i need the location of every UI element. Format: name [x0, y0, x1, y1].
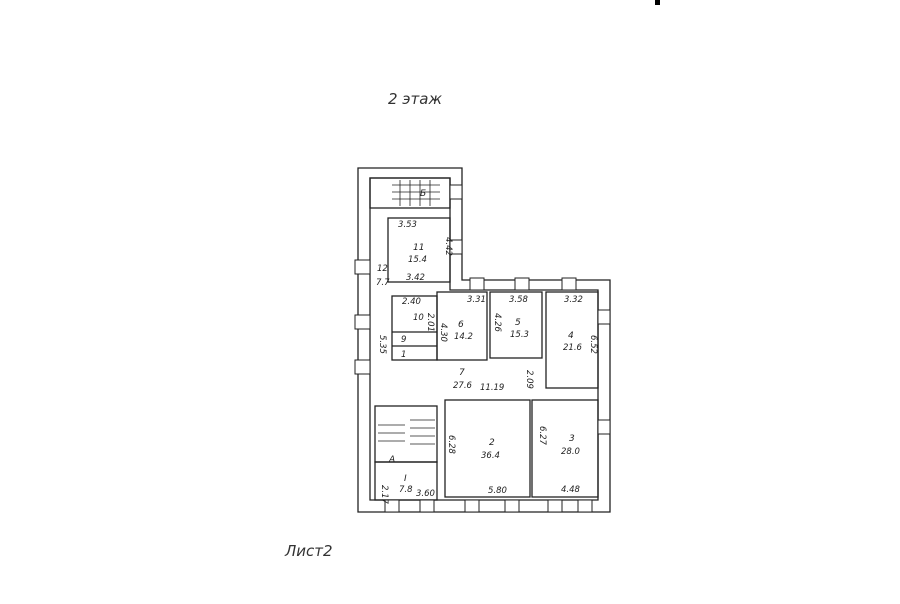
dim-label: 3.42 [406, 273, 425, 283]
dim-label: 2.17 [379, 485, 389, 505]
room-2 [444, 399, 531, 498]
walls [357, 167, 611, 513]
dim-label: 6.52 [588, 335, 598, 354]
room-number: 9 [401, 335, 406, 345]
room-number: 2 [489, 438, 495, 448]
dim-label: 2.40 [402, 297, 421, 307]
dim-label: 3.60 [416, 489, 435, 499]
dim-label: 4.42 [443, 237, 453, 256]
sheet-label: Лист2 [284, 542, 333, 560]
room-area: 36.4 [481, 451, 500, 461]
room-area: 15.3 [510, 330, 529, 340]
dim-label: 3.31 [467, 295, 486, 305]
dim-label: 11.19 [480, 383, 504, 393]
room-number: 6 [458, 320, 464, 330]
dim-label: 4.26 [492, 313, 502, 333]
room-number: 3 [569, 434, 575, 444]
room-area: 14.2 [454, 332, 473, 342]
dim-label: 3.58 [509, 295, 529, 305]
windows [354, 184, 611, 513]
room-number: 7 [459, 368, 465, 378]
dim-label: 6.28 [446, 435, 456, 455]
dim-label: 6.27 [537, 426, 547, 446]
dim-label: 3.53 [398, 220, 417, 230]
room-area: 7.7 [376, 278, 390, 288]
room-number: 1 [401, 350, 406, 360]
room-I [374, 461, 438, 501]
room-4 [545, 291, 599, 389]
room-number: 5 [515, 318, 521, 328]
room-3 [531, 399, 599, 498]
room-number: I [404, 474, 407, 484]
dim-label: 2.09 [524, 370, 534, 389]
room-number: 12 [377, 264, 388, 274]
room-area: 15.4 [408, 255, 427, 265]
room-area: 7.8 [399, 485, 413, 495]
dim-label: 4.48 [561, 485, 581, 495]
stair-steps [378, 180, 440, 445]
room-6 [436, 291, 488, 361]
stair-a [374, 405, 438, 463]
room-area: 28.0 [561, 447, 580, 457]
stair-a-label: А [388, 455, 395, 465]
dim-label: 5.80 [488, 486, 507, 496]
room-number: 4 [568, 331, 574, 341]
dim-label: 3.32 [564, 295, 583, 305]
stair-b-label: Б [420, 189, 426, 199]
room-5 [489, 291, 543, 359]
dim-label: 5.35 [377, 335, 387, 354]
dim-label: 2.01 [425, 313, 435, 332]
dim-label: 4.30 [438, 323, 448, 342]
room-area: 27.6 [453, 381, 473, 391]
floor-title: 2 этаж [388, 90, 442, 108]
room-number: 10 [413, 313, 424, 323]
room-area: 21.6 [563, 343, 583, 353]
room-number: 11 [413, 243, 424, 253]
scan-mark [655, 0, 660, 5]
